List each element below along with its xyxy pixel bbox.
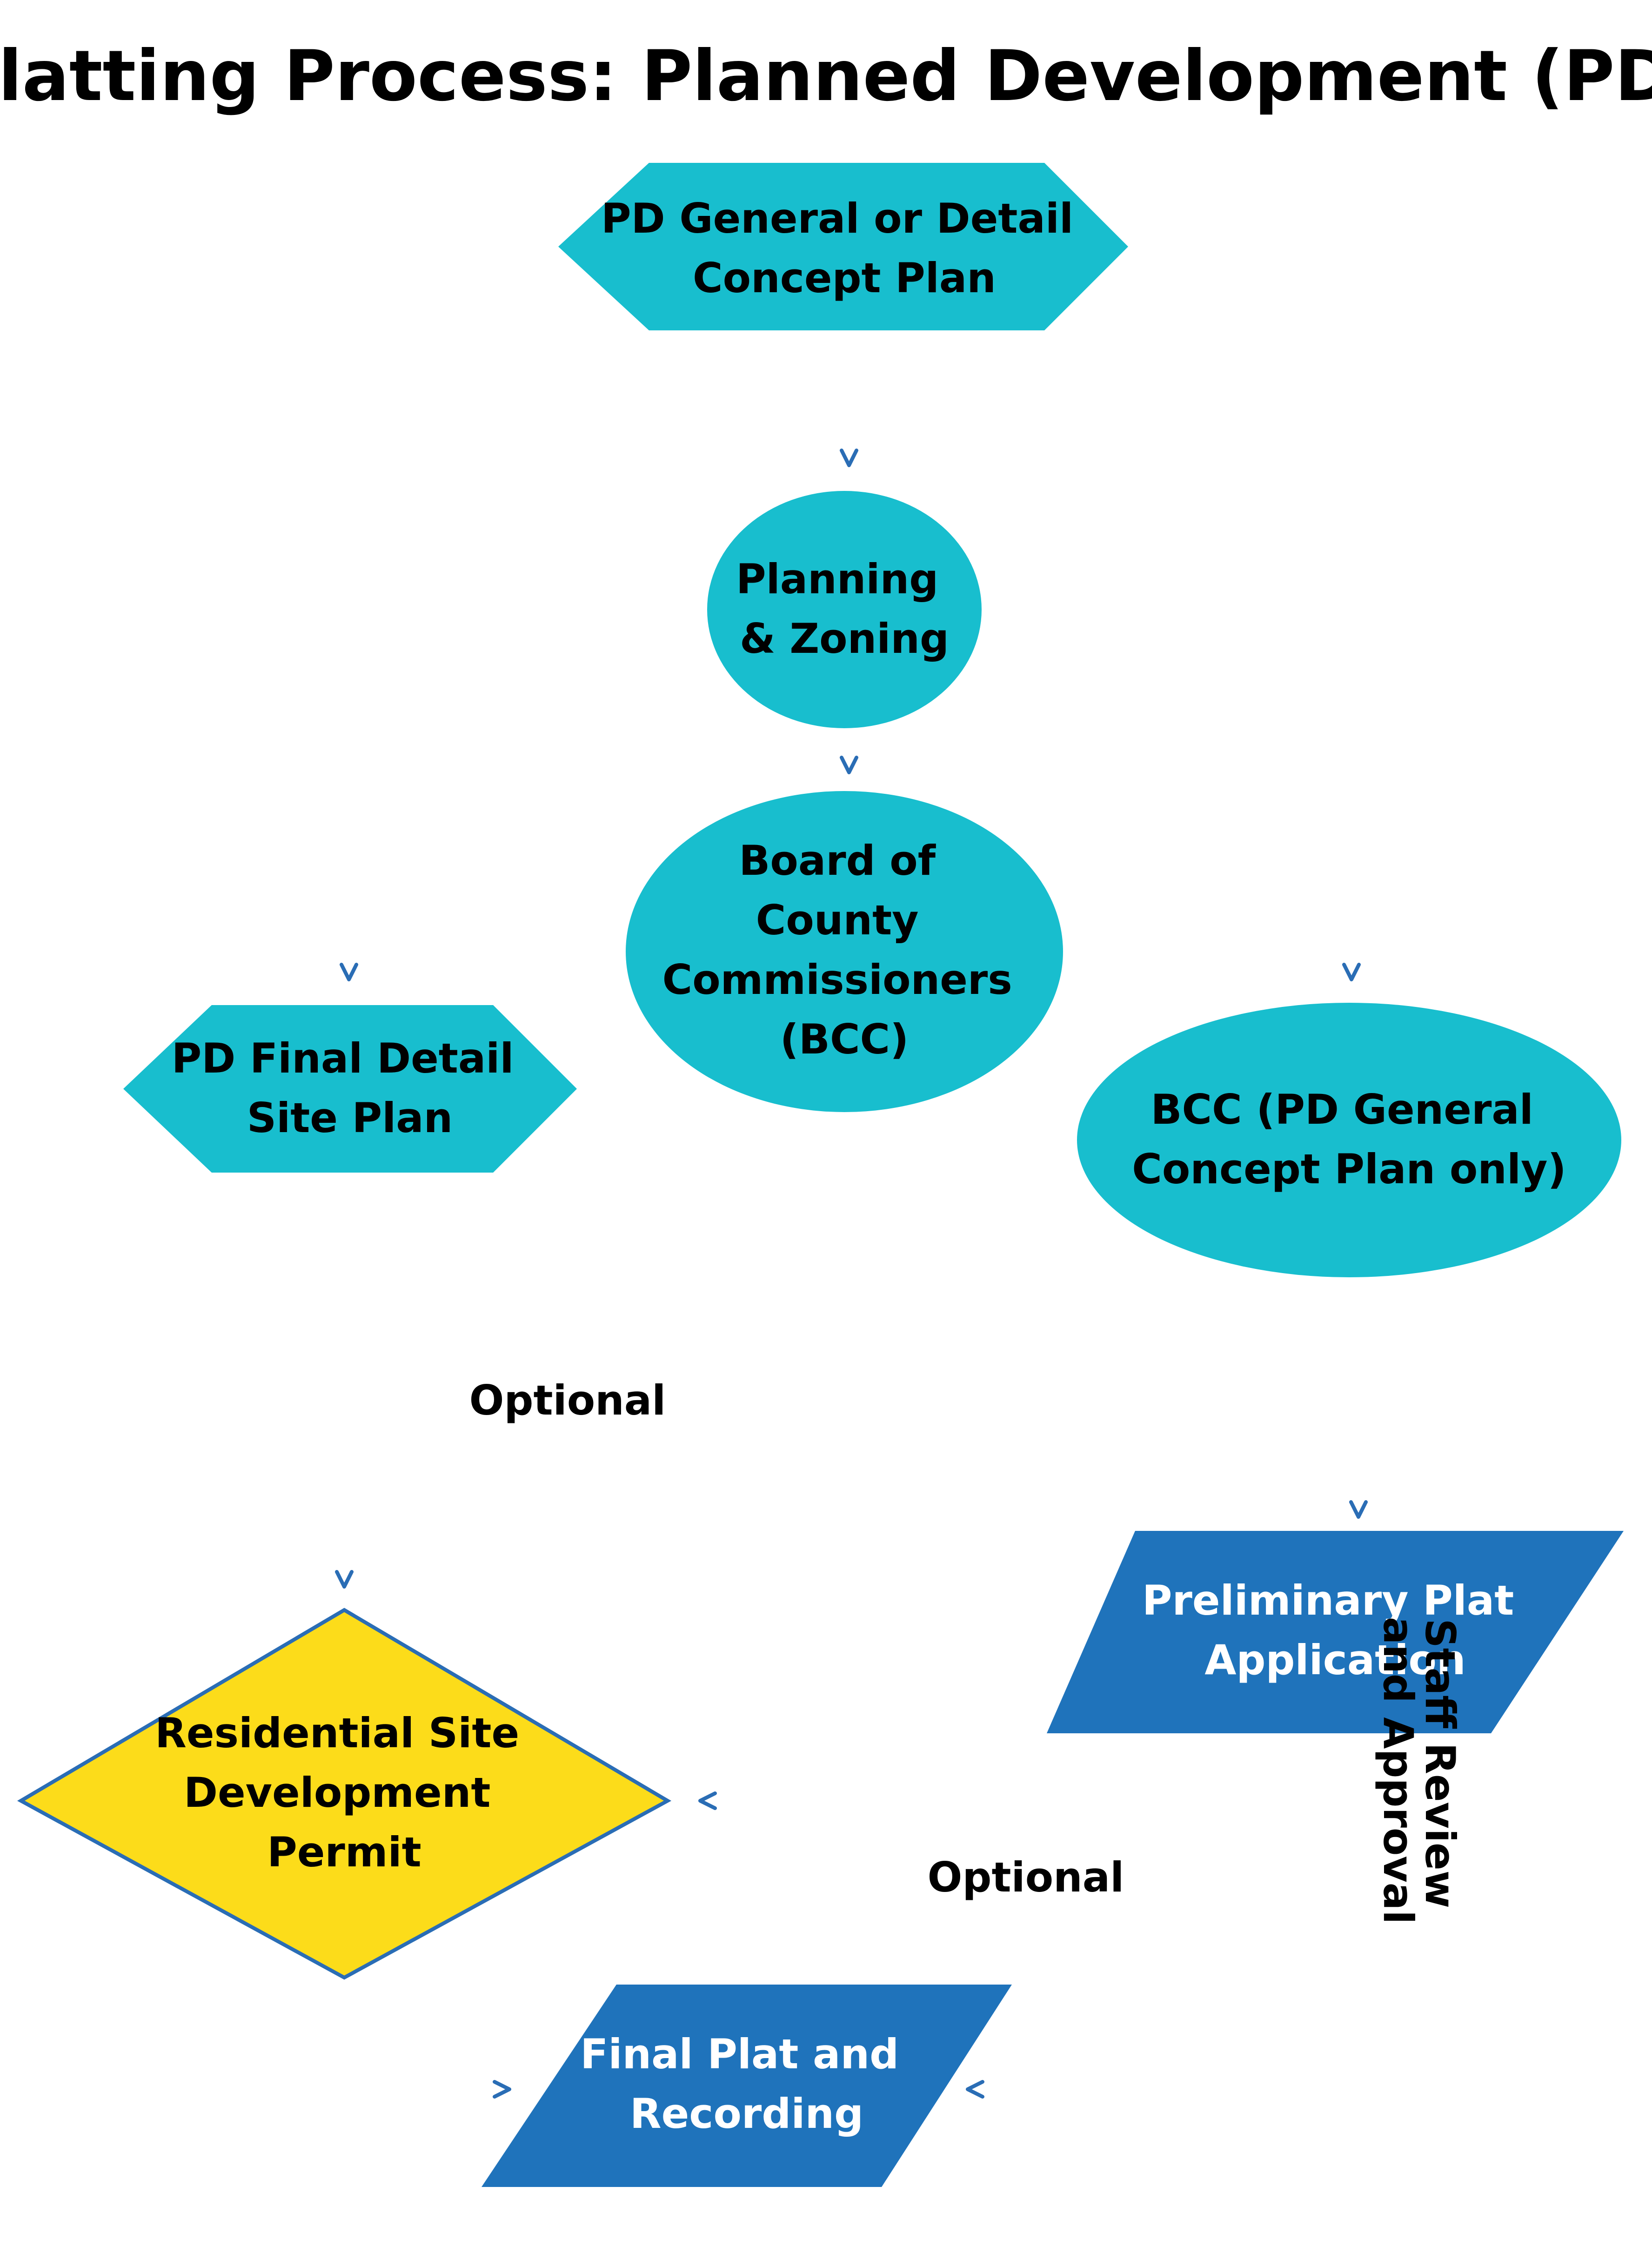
final-detail-site-plan-shape bbox=[123, 1005, 577, 1173]
connector-bcc-to-final-detail bbox=[340, 963, 358, 981]
edge-label-optional-bottom: Optional bbox=[928, 1853, 1124, 1901]
connector-merge-to-residential bbox=[335, 1570, 354, 1589]
planning-zoning-label: Planning & Zoning bbox=[736, 555, 953, 663]
connector-merge-to-preliminary bbox=[1349, 1500, 1368, 1519]
connector-bcc-general-down bbox=[849, 1275, 1354, 1324]
node-final-plat: Final Plat and Recording bbox=[482, 1985, 1012, 2187]
final-detail-site-plan-label: PD Final Detail Site Plan bbox=[172, 1034, 528, 1142]
connector-residential-to-final-plat bbox=[493, 2080, 511, 2099]
node-preliminary-plat: Preliminary Plat Application bbox=[1047, 1531, 1624, 1733]
planning-zoning-shape bbox=[707, 491, 982, 728]
node-final-detail-site-plan: PD Final Detail Site Plan bbox=[123, 1005, 577, 1173]
residential-permit-label: Residential Site Development Permit bbox=[155, 1709, 534, 1876]
node-planning-zoning: Planning & Zoning bbox=[707, 491, 982, 728]
page-title: Platting Process: Planned Development (P… bbox=[0, 36, 1652, 117]
connector-final-detail-down bbox=[347, 1173, 849, 1324]
bcc-general-shape bbox=[1077, 1003, 1621, 1277]
final-plat-shape bbox=[482, 1985, 1012, 2187]
preliminary-plat-label: Preliminary Plat Application bbox=[1142, 1576, 1528, 1684]
concept-plan-label: PD General or Detail Concept Plan bbox=[601, 195, 1088, 302]
node-residential-permit: Residential Site Development Permit bbox=[17, 1608, 672, 1980]
edge-label-staff-review: Staff Review and Approval bbox=[1374, 1617, 1464, 1925]
edge-label-optional-top: Optional bbox=[469, 1376, 666, 1424]
bcc-shape bbox=[626, 791, 1063, 1112]
bcc-general-label: BCC (PD General Concept Plan only) bbox=[1132, 1086, 1566, 1193]
preliminary-plat-shape bbox=[1047, 1531, 1624, 1733]
staff-review-text: Staff Review and Approval bbox=[1374, 1617, 1464, 1925]
residential-permit-shape bbox=[17, 1608, 672, 1980]
node-concept-plan: PD General or Detail Concept Plan bbox=[558, 163, 1128, 330]
connector-bcc-to-bcc-general bbox=[1342, 963, 1361, 981]
final-plat-label: Final Plat and Recording bbox=[580, 2030, 913, 2138]
node-bcc-general: BCC (PD General Concept Plan only) bbox=[1077, 1003, 1621, 1277]
concept-plan-shape bbox=[558, 163, 1128, 330]
node-bcc: Board of County Commissioners (BCC) bbox=[626, 791, 1063, 1112]
bcc-label: Board of County Commissioners (BCC) bbox=[662, 837, 1027, 1063]
